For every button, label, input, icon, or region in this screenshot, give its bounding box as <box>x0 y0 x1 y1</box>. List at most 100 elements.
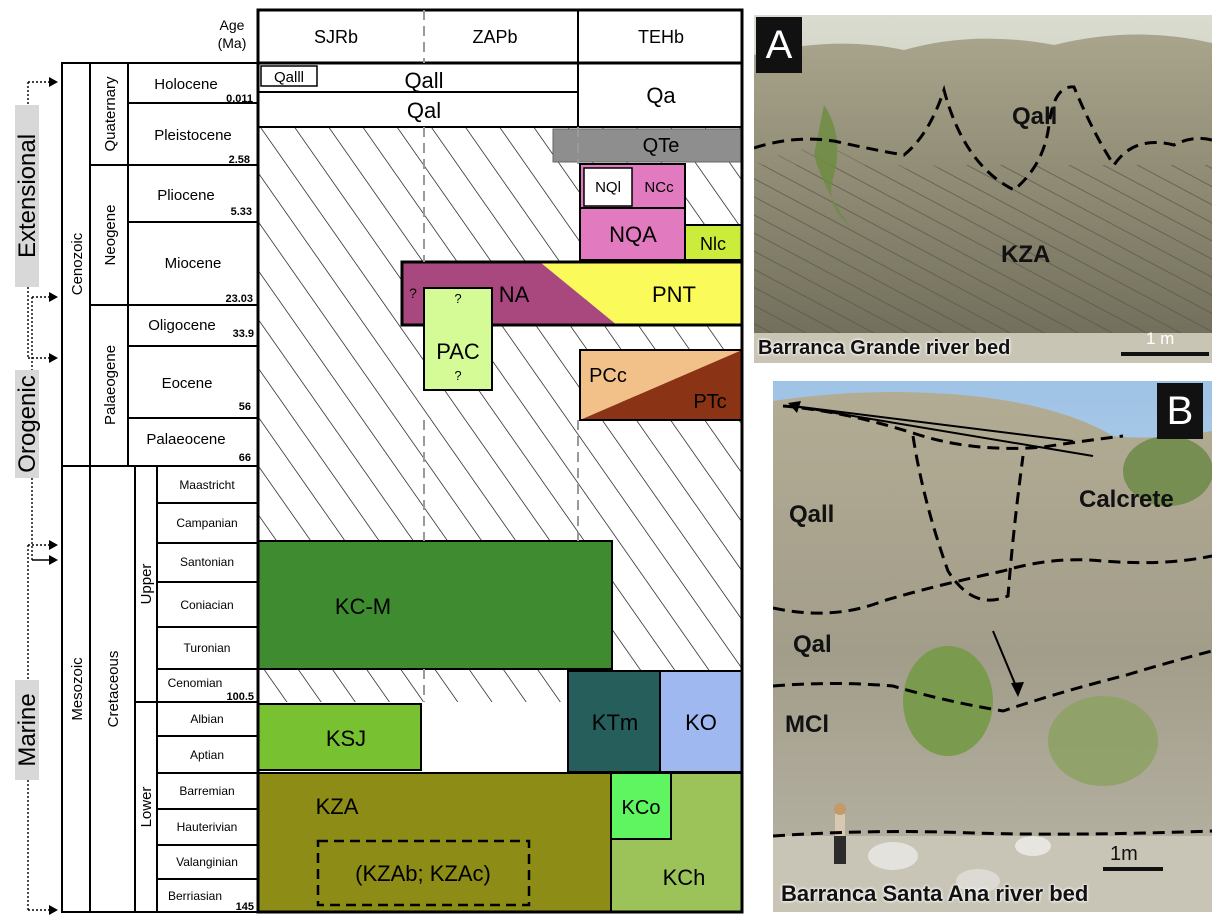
unit-ksj-label: KSJ <box>326 726 366 751</box>
photo-a-label-qall: Qall <box>1012 103 1058 130</box>
epoch-pliocene: Pliocene <box>157 187 215 204</box>
stage-berriasian: Berriasian <box>168 889 222 903</box>
timescale-columns <box>61 62 158 913</box>
unit-nqa-label: NQA <box>609 222 657 247</box>
unit-pnt-shape <box>540 262 742 325</box>
era-cenozoic: Cenozoic <box>69 232 86 295</box>
photo-b-label-qall: Qall <box>789 501 835 528</box>
unit-ptc-label: PTc <box>693 391 726 413</box>
unit-pac-label: PAC <box>436 339 480 364</box>
stratigraphic-chart: Age (Ma) SJRb ZAPb TEHb <box>14 8 744 915</box>
unit-kza-label: KZA <box>316 794 359 819</box>
unit-pnt-label: PNT <box>652 282 696 307</box>
unit-pac-box <box>423 287 493 391</box>
phase-brackets <box>27 81 50 911</box>
unit-ko-label: KO <box>685 710 717 735</box>
period-palaeogene: Palaeogene <box>102 345 119 425</box>
unit-kcm-box <box>257 540 613 670</box>
epoch-eocene: Eocene <box>162 375 213 392</box>
basin-boundaries <box>423 10 579 702</box>
age-berriasian: 145 <box>236 901 254 913</box>
epoch-cells <box>127 62 259 467</box>
stage-aptian: Aptian <box>190 748 224 762</box>
photo-b-scene <box>773 381 1212 912</box>
photo-a-caption: Barranca Grande river bed <box>758 337 1011 359</box>
photo-b-label-qal: Qal <box>793 631 832 658</box>
period-neogene: Neogene <box>102 205 119 266</box>
photo-b-label-mcl: MCl <box>785 711 829 738</box>
unit-ko-box <box>659 670 743 773</box>
subperiod-upper: Upper <box>138 564 155 605</box>
unit-qal-label: Qal <box>407 98 441 123</box>
unit-na-question: ? <box>409 285 417 301</box>
epoch-pleistocene: Pleistocene <box>154 127 232 144</box>
basin-sjrb-header: SJRb <box>314 27 358 47</box>
unit-nql-box <box>583 167 633 207</box>
photo-a-label-kza: KZA <box>1001 241 1051 268</box>
photo-a-scale-label: 1 m <box>1146 329 1175 348</box>
phase-extensional-bg <box>15 105 39 287</box>
stage-campanian: Campanian <box>176 516 237 530</box>
unit-qall-label: Qall <box>404 68 443 93</box>
unit-kco-box <box>610 772 672 840</box>
unit-kzabc-box <box>316 839 531 907</box>
unit-qa-label: Qa <box>646 83 676 108</box>
stage-santonian: Santonian <box>180 555 234 569</box>
unit-qalll-label: Qalll <box>274 69 304 86</box>
phase-orogenic: Orogenic <box>14 375 41 472</box>
photo-b-letter: B <box>1157 383 1203 439</box>
unit-nlc-label: Nlc <box>700 234 726 254</box>
age-pleistocene: 2.58 <box>229 154 250 166</box>
photo-a-scale-bar <box>1121 352 1209 356</box>
age-holocene: 0.011 <box>226 93 253 105</box>
unit-pac-question-bottom: ? <box>454 368 461 383</box>
epoch-palaeocene: Palaeocene <box>146 431 225 448</box>
age-unit-header: (Ma) <box>218 35 247 51</box>
stage-valanginian: Valanginian <box>176 855 238 869</box>
stage-maastricht: Maastricht <box>179 478 235 492</box>
age-cenomian: 100.5 <box>226 691 254 703</box>
age-eocene: 56 <box>239 401 251 413</box>
stage-hauterivian: Hauterivian <box>177 820 238 834</box>
photo-b-caption: Barranca Santa Ana river bed <box>781 881 1089 906</box>
epoch-holocene: Holocene <box>154 76 217 93</box>
stage-turonian: Turonian <box>184 641 231 655</box>
unit-kza-box <box>257 772 612 913</box>
phase-marine: Marine <box>14 693 41 766</box>
stage-barremian: Barremian <box>179 784 234 798</box>
age-header: Age <box>220 17 245 33</box>
photo-a-scene <box>754 15 1212 363</box>
unit-kzabc-label: (KZAb; KZAc) <box>355 861 491 886</box>
subperiod-lower: Lower <box>138 787 155 828</box>
unit-ktm-box <box>567 670 661 773</box>
age-palaeocene: 66 <box>239 452 251 464</box>
age-miocene: 23.03 <box>225 293 253 305</box>
era-mesozoic: Mesozoic <box>69 657 86 721</box>
age-pliocene: 5.33 <box>231 206 252 218</box>
phase-marine-bg <box>15 680 39 780</box>
stage-albian: Albian <box>190 712 223 726</box>
stage-cenomian: Cenomian <box>168 676 223 690</box>
unit-qalll-box <box>260 65 318 87</box>
period-quaternary: Quaternary <box>102 76 119 152</box>
photo-b-scale-bar <box>1103 867 1163 871</box>
phase-orogenic-bg <box>15 370 39 478</box>
basin-zapb-header: ZAPb <box>472 27 517 47</box>
phase-extensional: Extensional <box>14 134 41 258</box>
photo-a-letter: A <box>756 17 802 73</box>
unit-kcm-label: KC-M <box>335 594 391 619</box>
unit-qte-label: QTe <box>643 135 680 157</box>
photo-b-label-calcrete: Calcrete <box>1079 486 1174 513</box>
basin-tehb-header: TEHb <box>638 27 684 47</box>
unit-ktm-label: KTm <box>592 710 638 735</box>
epoch-oligocene: Oligocene <box>148 317 216 334</box>
age-oligocene: 33.9 <box>233 328 254 340</box>
unit-ksj-box <box>257 703 422 771</box>
stage-coniacian: Coniacian <box>180 598 233 612</box>
unit-kch-label: KCh <box>663 865 706 890</box>
unit-ncc-label: NCc <box>644 179 674 196</box>
unit-ptc-shape <box>580 350 742 420</box>
unit-qte-box <box>552 128 743 163</box>
unit-qal-box <box>257 91 579 128</box>
photo-b: B Qall Qal MCl Calcrete 1m Barranca Sant… <box>773 381 1212 912</box>
